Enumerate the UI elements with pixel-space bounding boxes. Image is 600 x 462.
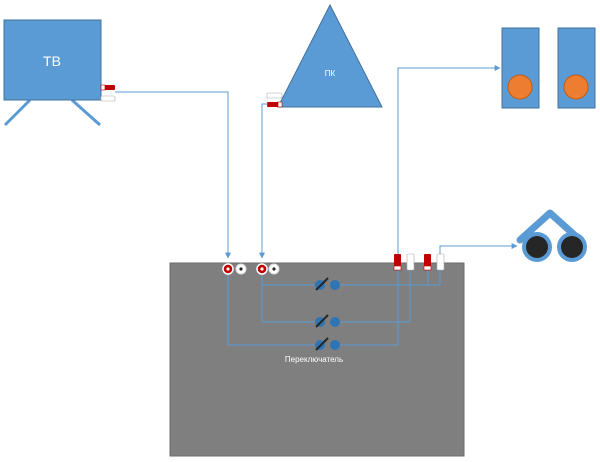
rca-plug-icon	[100, 84, 115, 91]
rca-plug-icon	[436, 253, 445, 271]
tv-label: ТВ	[43, 53, 61, 69]
output-plugs	[393, 253, 445, 271]
tv-plugs	[100, 84, 116, 102]
rca-plug-icon	[393, 254, 402, 271]
toggle-switch-icon	[315, 314, 340, 328]
rca-jack-icon	[256, 263, 268, 275]
pc-icon: ПК	[277, 3, 383, 108]
switch-box: Переключатель	[169, 262, 465, 457]
rca-jack-icon	[222, 263, 234, 275]
switch-box-label: Переключатель	[285, 355, 343, 364]
toggle-switch-icon	[315, 277, 340, 291]
pc-label: ПК	[325, 69, 336, 78]
internal-wiring	[227, 270, 441, 346]
rca-jack-icon	[268, 263, 280, 275]
speaker-icon	[557, 27, 596, 109]
headphones-icon	[516, 209, 587, 262]
toggle-switch-icon	[315, 337, 340, 351]
speaker-icon	[501, 27, 540, 109]
tv-icon: ТВ	[3, 19, 102, 127]
rca-plug-icon	[266, 92, 283, 99]
rca-plug-icon	[267, 101, 283, 108]
input-jacks	[222, 263, 280, 275]
rca-jack-icon	[235, 263, 247, 275]
rca-plug-icon	[423, 254, 432, 271]
rca-plug-icon	[100, 95, 116, 102]
rca-plug-icon	[406, 253, 415, 271]
pc-plugs	[266, 92, 283, 108]
